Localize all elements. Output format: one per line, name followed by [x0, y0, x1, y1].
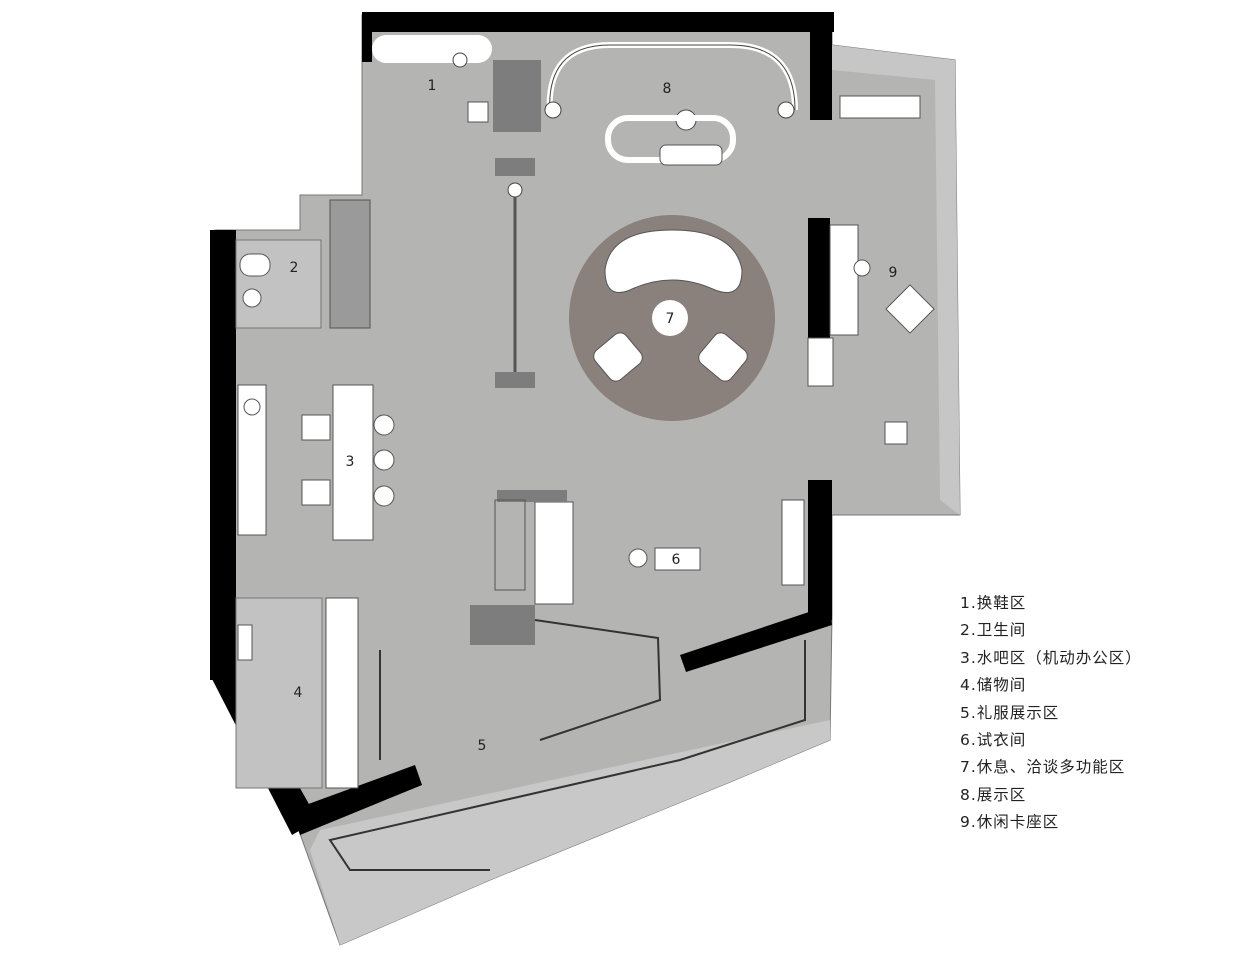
cabinet	[807, 337, 834, 387]
display-rail-arc-line	[549, 44, 796, 116]
sink	[243, 398, 261, 416]
rack-base	[495, 372, 535, 388]
stool	[467, 101, 489, 123]
balcony	[832, 45, 960, 515]
clothes-rack	[534, 619, 662, 741]
zone-number-9: 9	[889, 265, 898, 281]
stool	[628, 548, 648, 568]
wall-top-left	[362, 12, 372, 62]
display-bench	[659, 144, 723, 166]
armchair	[698, 332, 748, 382]
zone-number-2: 2	[290, 260, 299, 276]
legend-item: 1.换鞋区	[960, 594, 1027, 612]
light-fixture	[777, 101, 795, 119]
zone-number-6: 6	[672, 552, 681, 568]
fitting-bench	[654, 547, 701, 571]
storage-block	[237, 624, 253, 661]
zone-number-7: 7	[666, 311, 675, 327]
rack	[494, 499, 526, 591]
column	[493, 60, 541, 132]
zone-number-1: 1	[428, 78, 437, 94]
bathroom	[235, 239, 322, 329]
wall-right-middle	[808, 480, 832, 620]
shelving	[329, 199, 371, 329]
light-fixture	[544, 101, 562, 119]
rack	[497, 490, 567, 502]
rack-top	[495, 158, 535, 176]
lamp	[853, 259, 871, 277]
legend-item: 2.卫生间	[960, 621, 1027, 640]
armchair	[593, 332, 643, 382]
light-fixture	[507, 182, 523, 198]
legend: 1.换鞋区 2.卫生间 3.水吧区（机动办公区） 4.储物间 5.礼服展示区 6…	[960, 590, 1142, 837]
chair	[301, 414, 331, 441]
legend-item: 4.储物间	[960, 676, 1027, 695]
stool	[373, 449, 395, 471]
stool	[373, 485, 395, 507]
clothes-rack	[328, 640, 806, 871]
zone-number-5: 5	[478, 738, 487, 754]
zone-number-4: 4	[294, 685, 303, 701]
zone-number-3: 3	[346, 454, 355, 470]
coffee-table	[652, 300, 688, 336]
stairs	[534, 501, 574, 605]
zone-number-8: 8	[663, 81, 672, 97]
wall-top	[362, 12, 834, 32]
legend-item: 6.试衣间	[960, 731, 1027, 750]
legend-item: 9.休闲卡座区	[960, 813, 1060, 832]
legend-item: 7.休息、洽谈多功能区	[960, 758, 1126, 777]
legend-item: 5.礼服展示区	[960, 703, 1060, 722]
stool	[884, 421, 908, 445]
wall-bottom-inner	[292, 765, 422, 835]
wall-left	[210, 230, 236, 680]
armchair	[885, 284, 935, 334]
wall-right-lower	[680, 605, 832, 672]
legend-item: 3.水吧区（机动办公区）	[960, 648, 1142, 667]
storage-shelf	[325, 597, 359, 789]
cabinet	[781, 499, 805, 586]
sink	[242, 288, 262, 308]
light-fixture	[452, 52, 468, 68]
legend-item: 8.展示区	[960, 785, 1027, 804]
partition	[470, 605, 535, 645]
sofa-seat	[829, 224, 859, 336]
stool	[373, 414, 395, 436]
wall-8-right	[810, 12, 832, 120]
bar-counter	[332, 384, 374, 541]
toilet	[239, 253, 271, 277]
cabinet	[839, 95, 921, 119]
curved-sofa	[604, 229, 743, 293]
window-strip	[310, 720, 830, 945]
entry-door-arc	[372, 35, 492, 63]
chair	[301, 479, 331, 506]
